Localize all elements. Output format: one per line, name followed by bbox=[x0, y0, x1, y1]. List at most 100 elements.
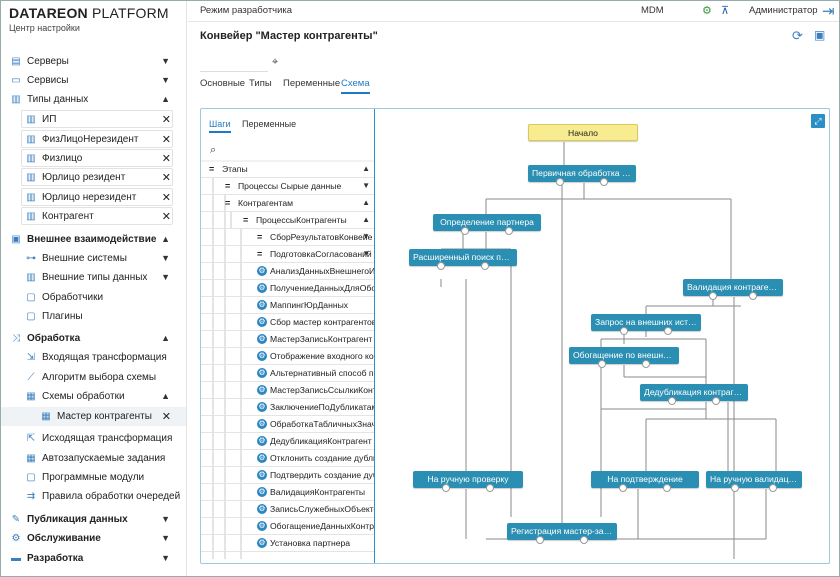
tree-step[interactable]: ⚙Отклонить создание дублик bbox=[201, 450, 374, 467]
node-port[interactable] bbox=[664, 327, 672, 335]
tree-step[interactable]: ⚙ДедубликацияКонтрагент bbox=[201, 433, 374, 450]
nav-plugins[interactable]: ▢Плагины bbox=[26, 310, 83, 323]
nav-servers[interactable]: ▤Серверы▼ bbox=[11, 55, 170, 68]
node-port[interactable] bbox=[480, 262, 489, 270]
tag-icon[interactable]: ⌖ bbox=[272, 56, 279, 68]
tree-node-processy-kontragenty[interactable]: =ПроцессыКонтрагенты▲ bbox=[201, 212, 374, 229]
tree-step[interactable]: ⚙Отображение входного конт bbox=[201, 348, 374, 365]
tree-step[interactable]: ⚙ЗаписьСлужебныхОбъектов bbox=[201, 501, 374, 518]
refresh-icon[interactable]: ⟳ bbox=[792, 28, 803, 43]
tab-types[interactable]: Типы bbox=[249, 78, 272, 89]
tree-step[interactable]: ⚙ПолучениеДанныхДляОбога bbox=[201, 280, 374, 297]
schema-canvas[interactable]: ⤢ bbox=[376, 109, 829, 563]
node-port[interactable] bbox=[461, 227, 470, 235]
nav-publish[interactable]: ✎Публикация данных▼ bbox=[11, 513, 170, 526]
node-port[interactable] bbox=[730, 484, 739, 492]
sidebar-item-yurlico-rezident[interactable]: ▥Юрлицо резидент✕ bbox=[1, 168, 186, 187]
close-icon[interactable]: ✕ bbox=[161, 411, 171, 423]
node-port[interactable] bbox=[749, 292, 757, 300]
tree-step[interactable]: ⚙ОбогащениеДанныхКонтраг bbox=[201, 518, 374, 535]
node-port[interactable] bbox=[662, 484, 671, 492]
tree-node-stages[interactable]: =Этапы▲ bbox=[201, 161, 374, 178]
sidebar-item-yurlico-nerezident[interactable]: ▥Юрлицо нерезидент✕ bbox=[1, 188, 186, 207]
tree-step[interactable]: ⚙МаппингЮрДанных bbox=[201, 297, 374, 314]
chevron-up-icon[interactable]: ▲ bbox=[362, 164, 370, 173]
close-icon[interactable]: ✕ bbox=[161, 114, 171, 126]
sitemap-icon[interactable]: ⊼ bbox=[721, 5, 730, 17]
sidebar-item-fizlico[interactable]: ▥Физлицо✕ bbox=[1, 149, 186, 168]
tree-step[interactable]: ⚙Сбор мастер контрагентов д bbox=[201, 314, 374, 331]
nav-external-systems[interactable]: ⊶Внешние системы▼ bbox=[26, 252, 170, 265]
schema-node-n10[interactable]: На ручную валидацию bbox=[706, 471, 802, 488]
close-icon[interactable]: ✕ bbox=[161, 153, 171, 165]
search-icon[interactable]: ⌕ bbox=[210, 144, 217, 156]
schema-node-n6[interactable]: Обогащение по внешнему... bbox=[569, 347, 679, 364]
nav-processing-schemas[interactable]: ▦Схемы обработки▲ bbox=[26, 390, 170, 403]
node-port[interactable] bbox=[504, 227, 513, 235]
tree-step[interactable]: ⚙МастерЗаписьСсылкиКонтр bbox=[201, 382, 374, 399]
save-icon[interactable]: ▣ bbox=[814, 28, 826, 42]
nav-schema-algorithm[interactable]: ⟋Алгоритм выбора схемы bbox=[1, 368, 186, 387]
nav-data-types[interactable]: ▥Типы данных▲ bbox=[11, 93, 170, 106]
node-port[interactable] bbox=[598, 360, 606, 368]
node-port[interactable] bbox=[668, 397, 677, 405]
tree-node-sbor[interactable]: =СборРезультатовКонвейе▼ bbox=[201, 229, 374, 246]
nav-program-modules[interactable]: ▢Программные модули bbox=[26, 471, 145, 484]
chevron-down-icon[interactable]: ▼ bbox=[362, 181, 370, 190]
node-port[interactable] bbox=[556, 178, 565, 186]
sidebar-item-ip[interactable]: ▥ИП✕ bbox=[1, 110, 186, 129]
nav-development[interactable]: ▬Разработка▼ bbox=[11, 552, 170, 565]
tree-step[interactable]: ⚙Подтвердить создание дубл bbox=[201, 467, 374, 484]
close-icon[interactable]: ✕ bbox=[161, 211, 171, 223]
schema-node-n7[interactable]: Дедубликация контрагент bbox=[640, 384, 748, 401]
tree-node-raw[interactable]: =Процессы Сырые данные▼ bbox=[201, 178, 374, 195]
schema-node-n3[interactable]: Расширенный поиск партнера bbox=[409, 249, 517, 266]
tree-step[interactable]: ⚙АнализДанныхВнешнегоИст bbox=[201, 263, 374, 280]
nav-processing[interactable]: ⤨Обработка▲ bbox=[12, 332, 170, 345]
tab-main[interactable]: Основные bbox=[200, 78, 246, 89]
logout-icon[interactable]: ⇥ bbox=[822, 3, 835, 20]
node-port[interactable] bbox=[769, 484, 778, 492]
close-icon[interactable]: ✕ bbox=[161, 172, 171, 184]
schema-node-n1[interactable]: Первичная обработка вх... bbox=[528, 165, 636, 182]
schema-node-n11[interactable]: Регистрация мастер-записи bbox=[507, 523, 617, 540]
mdm-label[interactable]: MDM bbox=[641, 5, 664, 16]
tree-step[interactable]: ⚙Альтернативный способ пои bbox=[201, 365, 374, 382]
chevron-down-icon[interactable]: ▼ bbox=[362, 232, 370, 241]
schema-node-n8[interactable]: На ручную проверку bbox=[413, 471, 523, 488]
tree-node-kontragentam[interactable]: =Контрагентам▲ bbox=[201, 195, 374, 212]
node-port[interactable] bbox=[709, 292, 717, 300]
chevron-down-icon[interactable]: ▼ bbox=[362, 249, 370, 258]
tab-steps[interactable]: Шаги bbox=[209, 119, 231, 133]
schema-node-n4[interactable]: Валидация контрагента bbox=[683, 279, 783, 296]
nav-handlers[interactable]: ▢Обработчики bbox=[26, 291, 104, 304]
sidebar-item-master-kontragenty[interactable]: ▦Мастер контрагенты✕ bbox=[1, 407, 186, 426]
nav-incoming-transform[interactable]: ⇲Входящая трансформация bbox=[26, 351, 167, 364]
nav-maintenance[interactable]: ⚙Обслуживание▼ bbox=[11, 532, 170, 545]
node-port[interactable] bbox=[486, 484, 494, 492]
nav-external[interactable]: ▣Внешнее взаимодействие▲ bbox=[11, 233, 170, 246]
close-icon[interactable]: ✕ bbox=[161, 192, 171, 204]
tree-node-podgotovka[interactable]: =ПодготовкаСогласований▼ bbox=[201, 246, 374, 263]
tab-left-variables[interactable]: Переменные bbox=[242, 119, 297, 129]
tree-step[interactable]: ⚙ЗаключениеПоДубликатамК bbox=[201, 399, 374, 416]
close-icon[interactable]: ✕ bbox=[161, 134, 171, 146]
node-port[interactable] bbox=[711, 397, 720, 405]
node-port[interactable] bbox=[536, 536, 544, 544]
schema-node-start[interactable]: Начало bbox=[528, 124, 638, 141]
nav-auto-tasks[interactable]: ▦Автозапускаемые задания bbox=[26, 452, 166, 465]
node-port[interactable] bbox=[642, 360, 650, 368]
tree-step[interactable]: ⚙Установка партнера bbox=[201, 535, 374, 552]
node-port[interactable] bbox=[619, 484, 628, 492]
search-input[interactable] bbox=[200, 54, 268, 72]
node-port[interactable] bbox=[599, 178, 608, 186]
nav-queue-rules[interactable]: ⇉Правила обработки очередей bbox=[26, 490, 181, 503]
nav-services[interactable]: ▭Сервисы▼ bbox=[11, 74, 170, 87]
nav-outgoing-transform[interactable]: ⇱Исходящая трансформация bbox=[26, 432, 173, 445]
node-port[interactable] bbox=[620, 327, 628, 335]
node-port[interactable] bbox=[580, 536, 588, 544]
tab-variables[interactable]: Переменные bbox=[283, 78, 341, 89]
tree-step[interactable]: ⚙ОбработкаТабличныхЗначен bbox=[201, 416, 374, 433]
schema-node-n2[interactable]: Определение партнера bbox=[433, 214, 541, 231]
tree-step[interactable]: ⚙ВалидацияКонтрагенты bbox=[201, 484, 374, 501]
